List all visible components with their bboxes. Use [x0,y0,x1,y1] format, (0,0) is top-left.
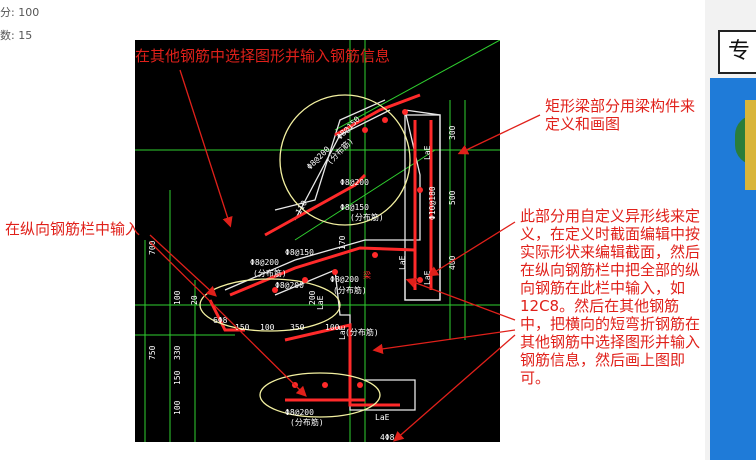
cad-lae-label: LaE [423,145,432,160]
cad-sub-label: (分布筋) [290,417,324,427]
cad-dim: 750 [148,345,157,360]
cad-mark: 4Φ8 [380,433,395,442]
cad-dim: 700 [148,240,157,255]
cad-bar-label: Φ8@150 [285,248,314,257]
cad-dim: 100 [325,323,340,332]
cad-dim: 100 [173,400,182,415]
cad-dim: 330 [173,345,182,360]
cad-canvas: 150 100 350 100 750 330 150 100 700 300 … [135,39,501,442]
cad-dim: 350 [290,323,305,332]
sidebar-logo: 专 [718,30,756,74]
cad-drawing: 150 100 350 100 750 330 150 100 700 300 … [135,39,501,442]
cad-sub-label: (分布筋) [253,268,287,278]
annotation-top: 在其他钢筋中选择图形并输入钢筋信息 [135,47,391,65]
cad-sub-label: (分布筋) [333,285,367,295]
cad-dim: 300 [448,125,457,140]
cad-dim: 200 [308,290,317,305]
annotation-right-top: 矩形梁部分用梁构件来定义和画图 [545,97,696,133]
annotation-left: 在纵向钢筋栏中输入 [5,220,141,238]
cad-bar-label: Φ8@200 [250,258,279,267]
cad-dim: 150 [173,370,182,385]
cad-lae-label: LaE [375,413,390,422]
cad-dim: 400 [448,255,457,270]
score-line: 分: 100 [0,6,40,19]
cad-lae-label: LaE [338,325,347,340]
cad-bar-label: Φ8@200 [330,275,359,284]
cad-sub-label: (分布筋) [345,327,379,337]
cad-bar-label: Φ8@200 [275,281,304,290]
cad-lae-label: LaE [398,255,407,270]
cad-dim: 500 [448,190,457,205]
cad-mark: 6Φ8 [213,316,228,325]
cad-rebars [208,93,433,407]
cad-lae-label: LaE [423,270,432,285]
cad-bar-label: Φ8@200 [285,408,314,417]
cad-dim: 170 [338,235,347,250]
cad-sub-label: (分布筋) [350,212,384,222]
cad-text: 150 100 350 100 750 330 150 100 700 300 … [148,114,457,442]
cad-mark: 梁 [363,271,371,280]
count-line: 数: 15 [0,29,33,42]
cad-lae-label: LaE [316,295,325,310]
cad-dim: 150 [235,323,250,332]
cad-bar-label: Φ8@200 [340,178,369,187]
cad-dim: 100 [260,323,275,332]
cad-bar-label: Φ10@180 [428,186,437,220]
sidebar-yellow-band [745,100,756,190]
annotation-right-main: 此部分用自定义异形线来定义，在定义时截面编辑中按实际形状来编辑截面，然后在纵向钢… [520,207,701,387]
cad-dim: 100 [173,290,182,305]
cad-dim: 20 [190,295,199,305]
cad-grid-lines [135,39,501,442]
cad-bar-label: Φ8@150 [340,203,369,212]
